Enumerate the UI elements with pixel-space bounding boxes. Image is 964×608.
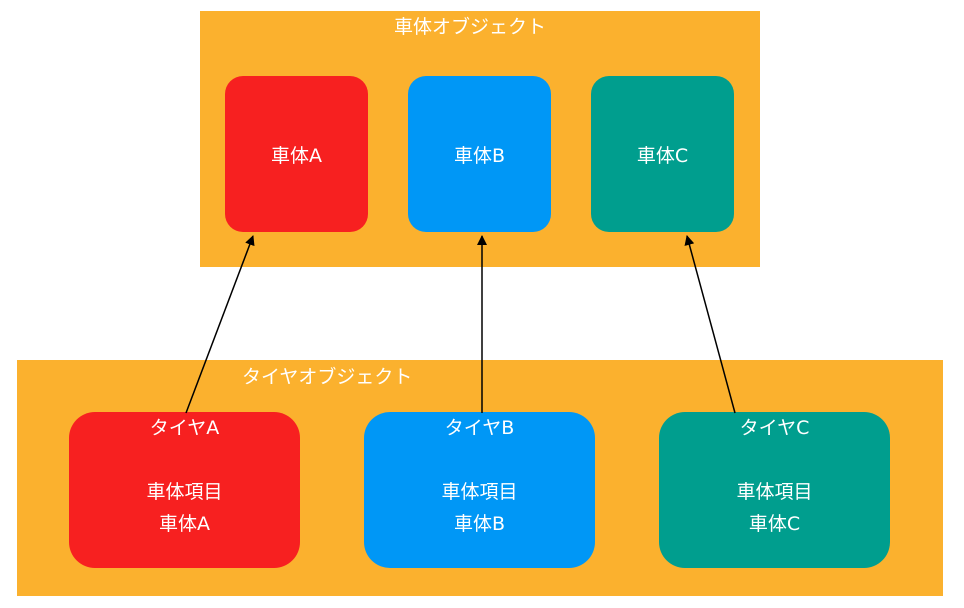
body-node-b: 車体B — [408, 76, 551, 232]
tire-node-a: タイヤA 車体項目 車体A — [69, 412, 300, 568]
tire-node-c-field: 車体項目 — [736, 481, 813, 503]
body-node-c: 車体C — [591, 76, 734, 232]
tire-node-a-value: 車体A — [159, 513, 210, 535]
tire-node-a-name: タイヤA — [149, 417, 220, 439]
body-object-group-title: 車体オブジェクト — [394, 16, 547, 38]
tire-node-b: タイヤB 車体項目 車体B — [364, 412, 595, 568]
tire-node-a-field: 車体項目 — [146, 481, 223, 503]
arrow-tire-a-to-body-a — [185, 235, 255, 414]
body-node-c-label: 車体C — [636, 144, 689, 167]
tire-node-c-value: 車体C — [748, 513, 801, 535]
body-node-a-label: 車体A — [271, 144, 322, 167]
tire-node-c-name: タイヤC — [739, 417, 810, 439]
arrow-tire-c-to-body-c — [684, 235, 736, 414]
tire-node-b-field: 車体項目 — [441, 481, 518, 503]
tire-node-b-name: タイヤB — [444, 417, 515, 439]
body-node-b-label: 車体B — [453, 144, 506, 167]
tire-node-c: タイヤC 車体項目 車体C — [659, 412, 890, 568]
body-node-a: 車体A — [225, 76, 368, 232]
tire-object-group: タイヤオブジェクト タイヤA 車体項目 車体A タイヤB 車体項目 車体B タイ… — [17, 360, 943, 596]
body-object-group: 車体オブジェクト 車体A 車体B 車体C — [200, 11, 760, 267]
tire-node-b-value: 車体B — [453, 513, 506, 535]
tire-object-group-title: タイヤオブジェクト — [242, 366, 413, 388]
